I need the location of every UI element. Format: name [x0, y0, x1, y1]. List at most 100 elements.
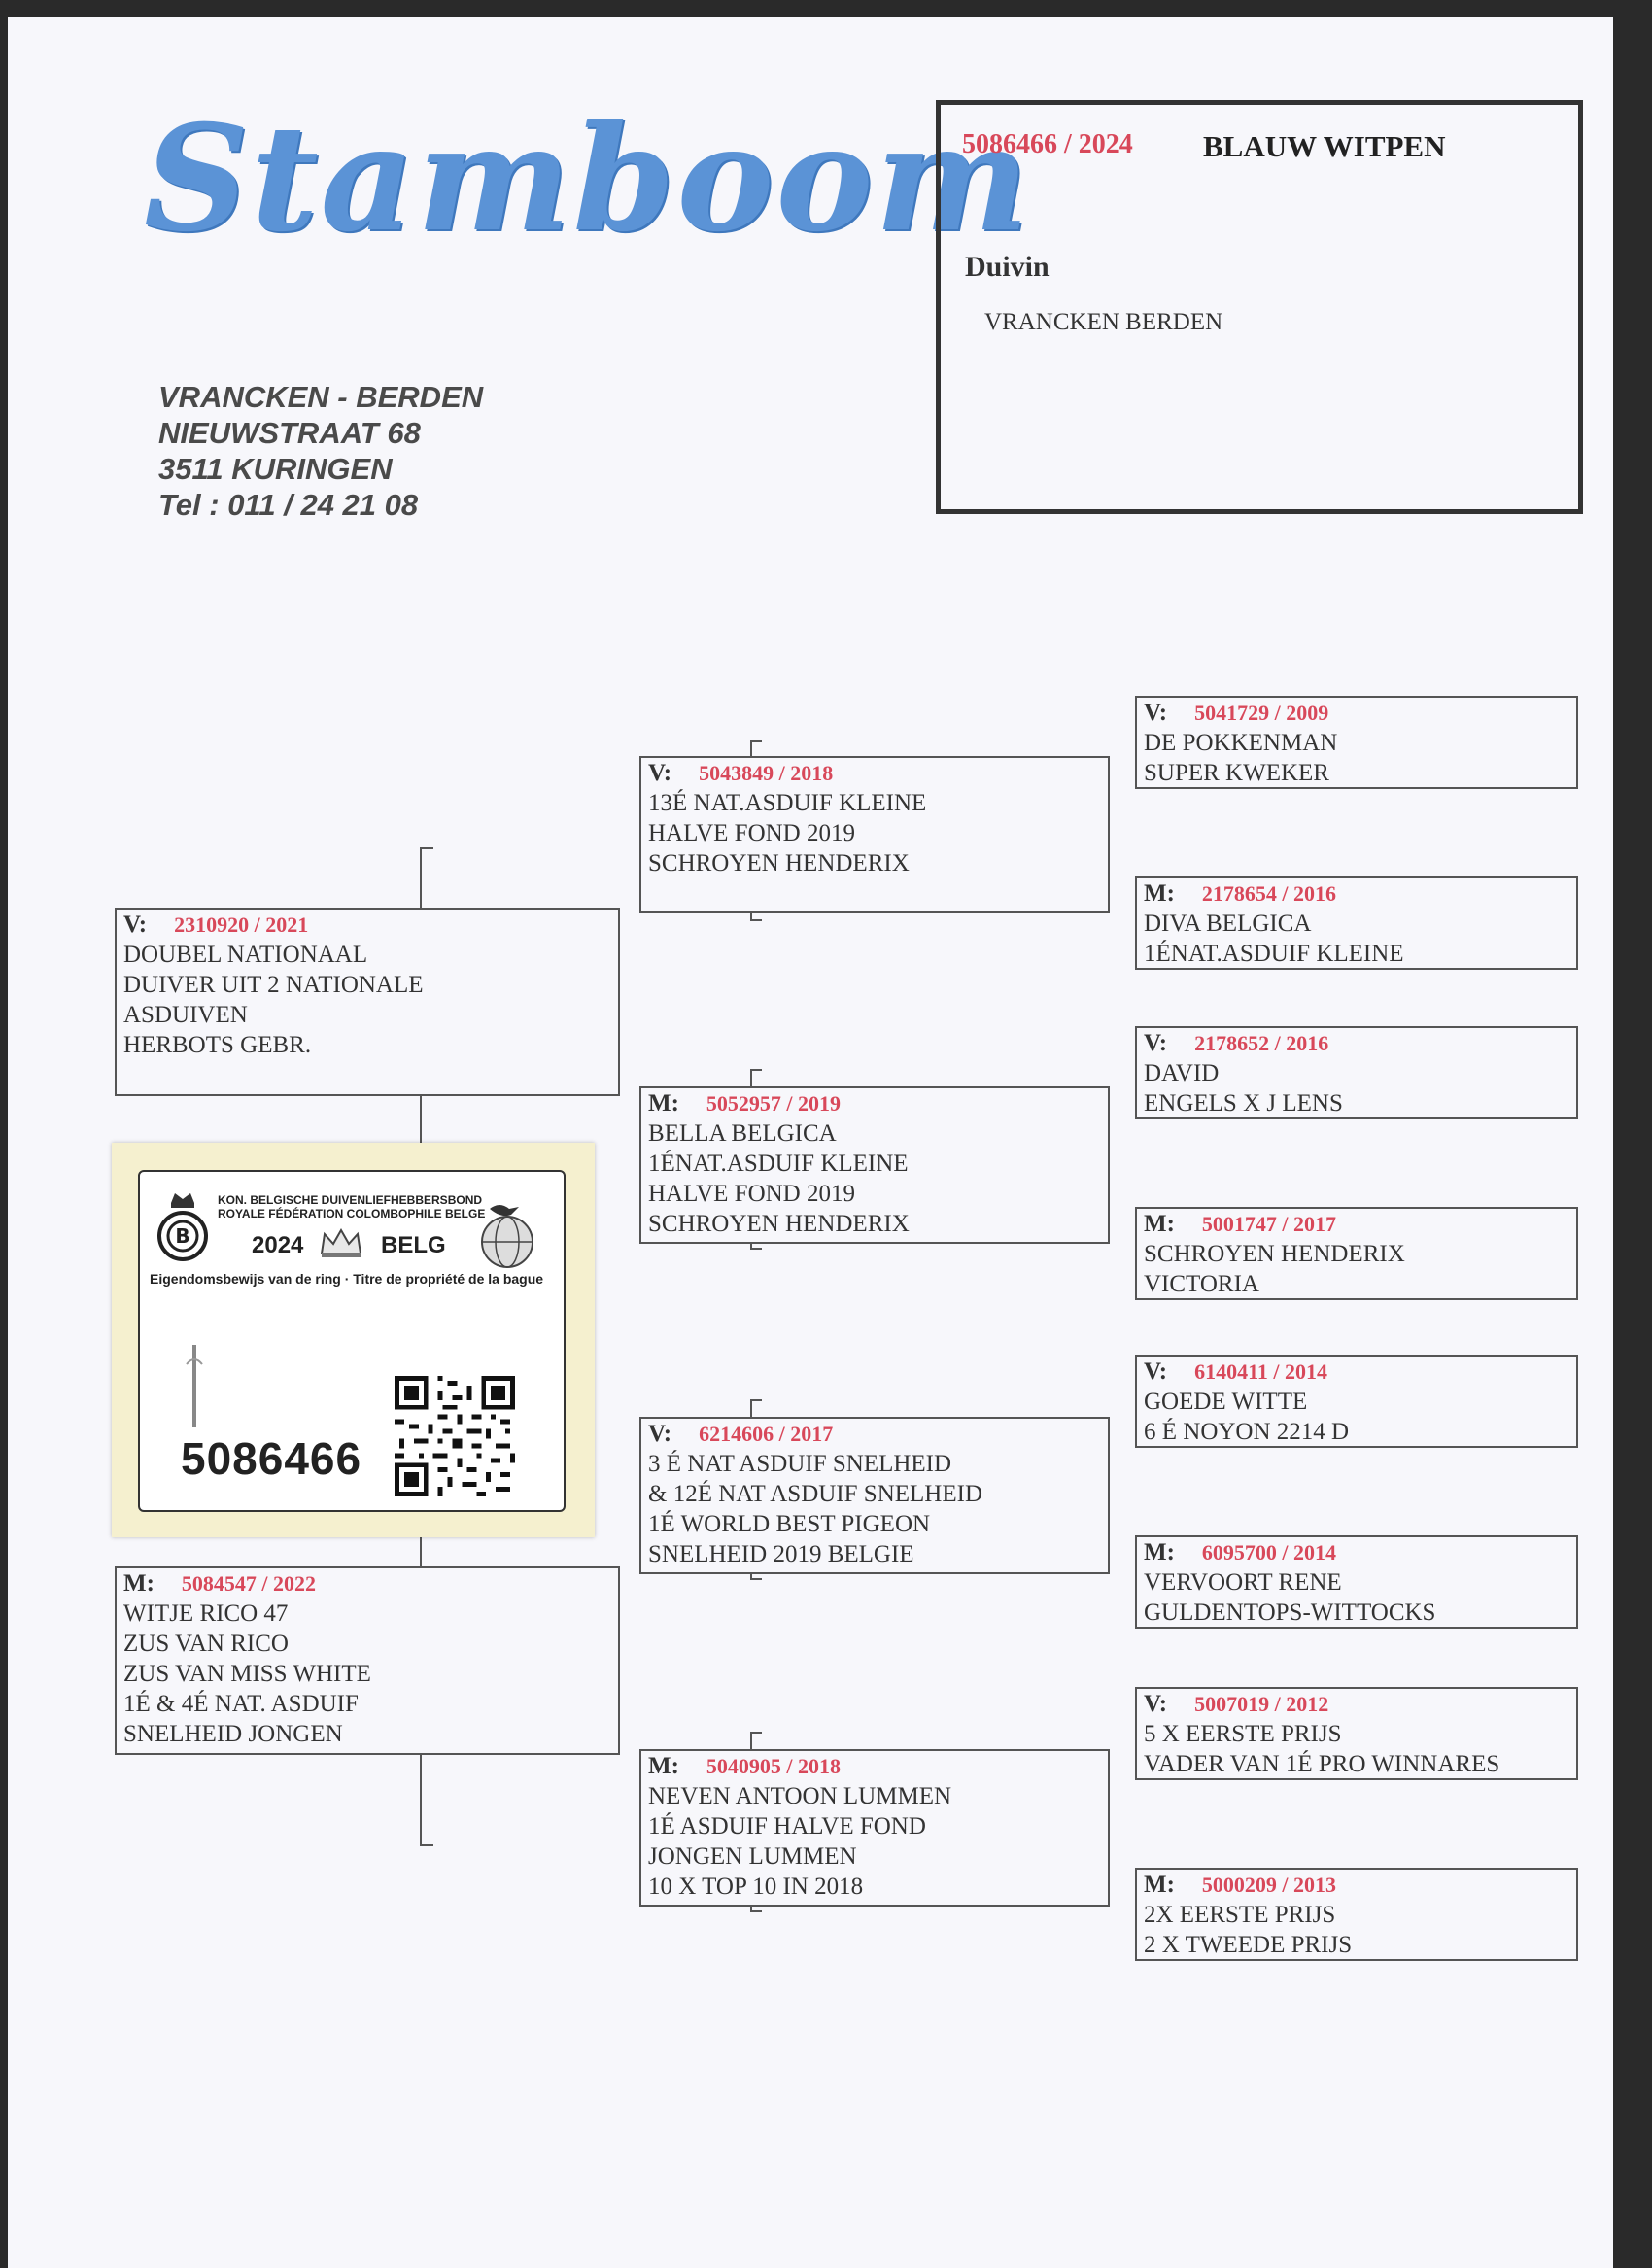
ds-sire-header: V: 6140411 / 2014: [1144, 1357, 1576, 1387]
sd-dam-line: VICTORIA: [1144, 1271, 1259, 1297]
ss-sire-box: V:5041729 / 2009 DE POKKENMAN SUPER KWEK…: [1135, 696, 1578, 789]
sd-sire-label: V:: [1144, 1030, 1168, 1056]
dd-sire-line: VADER VAN 1É PRO WINNARES: [1144, 1751, 1500, 1777]
dam-dam-line: 10 X TOP 10 IN 2018: [648, 1873, 864, 1900]
sire-dam-header: M: 5052957 / 2019: [648, 1088, 1108, 1118]
certificate-org-fr: ROYALE FÉDÉRATION COLOMBOPHILE BELGE: [218, 1207, 486, 1220]
sd-sire-ring: 2178652 / 2016: [1194, 1031, 1329, 1055]
sire-dam-line: BELLA BELGICA: [648, 1120, 837, 1147]
sd-dam-ring: 5001747 / 2017: [1201, 1212, 1337, 1236]
dam-box: M:5084547 / 2022 WITJE RICO 47 ZUS VAN R…: [115, 1566, 620, 1755]
dam-line: ZUS VAN RICO: [123, 1631, 289, 1657]
dam-dam-ring: 5040905 / 2018: [706, 1754, 842, 1778]
ss-dam-line: DIVA BELGICA: [1144, 911, 1312, 937]
connector-line: [750, 1069, 762, 1071]
crown-icon: [320, 1227, 362, 1257]
ss-dam-ring: 2178654 / 2016: [1201, 881, 1337, 906]
dam-ring: 5084547 / 2022: [181, 1571, 317, 1596]
dd-dam-line: 2X EERSTE PRIJS: [1144, 1902, 1336, 1928]
dd-sire-ring: 5007019 / 2012: [1194, 1692, 1329, 1716]
ss-dam-box: M:2178654 / 2016 DIVA BELGICA 1ÉNAT.ASDU…: [1135, 876, 1578, 970]
ss-sire-ring: 5041729 / 2009: [1194, 701, 1329, 725]
sire-box: V:2310920 / 2021 DOUBEL NATIONAAL DUIVER…: [115, 908, 620, 1096]
pigeon-info-box: 5086466 / 2024 BLAUW WITPEN Duivin VRANC…: [936, 100, 1583, 514]
pin-icon: [186, 1345, 203, 1427]
certificate-year: 2024: [252, 1232, 304, 1258]
dam-line: ZUS VAN MISS WHITE: [123, 1661, 371, 1687]
dam-sire-box: V: 6214606 / 2017 3 É NAT ASDUIF SNELHEID…: [639, 1417, 1110, 1574]
sire-dam-line: SCHROYEN HENDERIX: [648, 1211, 910, 1237]
sd-sire-line: ENGELS X J LENS: [1144, 1090, 1343, 1117]
sire-ring: 2310920 / 2021: [174, 912, 309, 937]
ss-dam-header: M:2178654 / 2016: [1144, 878, 1576, 909]
connector-line: [750, 919, 762, 921]
ds-dam-box: M:6095700 / 2014 VERVOORT RENE GULDENTOP…: [1135, 1535, 1578, 1629]
sire-sire-header: V: 5043849 / 2018: [648, 758, 1108, 788]
sire-dam-label: M:: [648, 1090, 679, 1117]
pedigree-sheet: Stamboom VRANCKEN - BERDEN NIEUWSTRAAT 6…: [8, 17, 1613, 2268]
address-phone: Tel : 011 / 24 21 08: [158, 488, 419, 522]
dd-dam-line: 2 X TWEEDE PRIJS: [1144, 1932, 1353, 1958]
address-city: 3511 KURINGEN: [158, 452, 393, 486]
dam-dam-line: JONGEN LUMMEN: [648, 1843, 857, 1870]
dam-sire-line: SNELHEID 2019 BELGIE: [648, 1541, 914, 1567]
pigeon-ring-number: 5086466 / 2024: [962, 129, 1133, 159]
dam-sire-label: V:: [648, 1421, 672, 1447]
ss-sire-line: DE POKKENMAN: [1144, 730, 1338, 756]
dam-header: M:5084547 / 2022: [123, 1568, 618, 1598]
ss-sire-line: SUPER KWEKER: [1144, 760, 1329, 786]
address-street: NIEUWSTRAAT 68: [158, 416, 421, 450]
sire-sire-line: HALVE FOND 2019: [648, 820, 855, 846]
sire-sire-line: 13É NAT.ASDUIF KLEINE: [648, 790, 927, 816]
dd-dam-label: M:: [1144, 1872, 1175, 1898]
sire-line: DUIVER UIT 2 NATIONALE: [123, 972, 424, 998]
dam-sire-ring: 6214606 / 2017: [699, 1422, 834, 1446]
sire-header: V: 2310920 / 2021: [123, 910, 618, 940]
sire-sire-line: SCHROYEN HENDERIX: [648, 850, 910, 876]
ds-sire-line: 6 É NOYON 2214 D: [1144, 1419, 1350, 1445]
dd-sire-box: V: 5007019 / 2012 5 X EERSTE PRIJS VADER …: [1135, 1687, 1578, 1780]
sd-sire-line: DAVID: [1144, 1060, 1220, 1086]
dam-dam-label: M:: [648, 1753, 679, 1779]
sire-sire-box: V: 5043849 / 2018 13É NAT.ASDUIF KLEINE H…: [639, 756, 1110, 913]
dd-sire-line: 5 X EERSTE PRIJS: [1144, 1721, 1342, 1747]
sire-sire-ring: 5043849 / 2018: [699, 761, 834, 785]
ds-dam-line: GULDENTOPS-WITTOCKS: [1144, 1599, 1436, 1626]
ring-certificate: B KON. BELGISCHE DUIVENLIEFHEBBERSBOND R…: [112, 1143, 595, 1537]
ds-dam-header: M:6095700 / 2014: [1144, 1537, 1576, 1567]
sire-label: V:: [123, 911, 148, 938]
sire-dam-box: M:5052957 / 2019 BELLA BELGICA 1ÉNAT.ASD…: [639, 1086, 1110, 1244]
ds-sire-ring: 6140411 / 2014: [1194, 1359, 1327, 1384]
connector-line: [420, 1844, 433, 1846]
sd-sire-header: V: 2178652 / 2016: [1144, 1028, 1576, 1058]
sire-dam-line: HALVE FOND 2019: [648, 1181, 855, 1207]
pigeon-sex: Duivin: [965, 251, 1050, 283]
dam-dam-header: M: 5040905 / 2018: [648, 1751, 1108, 1781]
dam-sire-line: & 12É NAT ASDUIF SNELHEID: [648, 1481, 982, 1507]
sire-sire-label: V:: [648, 760, 672, 786]
globe-pigeon-icon: [481, 1205, 533, 1268]
ss-sire-header: V:5041729 / 2009: [1144, 698, 1576, 728]
sd-dam-label: M:: [1144, 1211, 1175, 1237]
dd-sire-label: V:: [1144, 1691, 1168, 1717]
dd-dam-ring: 5000209 / 2013: [1201, 1873, 1337, 1897]
dd-dam-header: M: 5000209 / 2013: [1144, 1870, 1576, 1900]
connector-line: [750, 1578, 762, 1580]
sd-dam-header: M: 5001747 / 2017: [1144, 1209, 1576, 1239]
ds-dam-ring: 6095700 / 2014: [1201, 1540, 1337, 1564]
dam-dam-line: 1É ASDUIF HALVE FOND: [648, 1813, 926, 1839]
dd-dam-box: M: 5000209 / 2013 2X EERSTE PRIJS 2 X TWE…: [1135, 1868, 1578, 1961]
dam-sire-line: 3 É NAT ASDUIF SNELHEID: [648, 1451, 952, 1477]
sire-line: ASDUIVEN: [123, 1002, 248, 1028]
sd-sire-box: V: 2178652 / 2016 DAVID ENGELS X J LENS: [1135, 1026, 1578, 1119]
dam-sire-header: V: 6214606 / 2017: [648, 1419, 1108, 1449]
ds-sire-line: GOEDE WITTE: [1144, 1389, 1308, 1415]
sire-dam-ring: 5052957 / 2019: [706, 1091, 842, 1116]
pigeon-owner: VRANCKEN BERDEN: [984, 309, 1223, 335]
dam-dam-box: M:5040905 / 2018 NEVEN ANTOON LUMMEN 1É …: [639, 1749, 1110, 1907]
owner-address: VRANCKEN - BERDEN NIEUWSTRAAT 68 3511 KU…: [158, 379, 483, 523]
ds-dam-line: VERVOORT RENE: [1144, 1569, 1342, 1596]
certificate-card: B KON. BELGISCHE DUIVENLIEFHEBBERSBOND R…: [138, 1170, 566, 1512]
ds-sire-label: V:: [1144, 1358, 1168, 1385]
page-title: Stamboom: [144, 93, 1032, 264]
